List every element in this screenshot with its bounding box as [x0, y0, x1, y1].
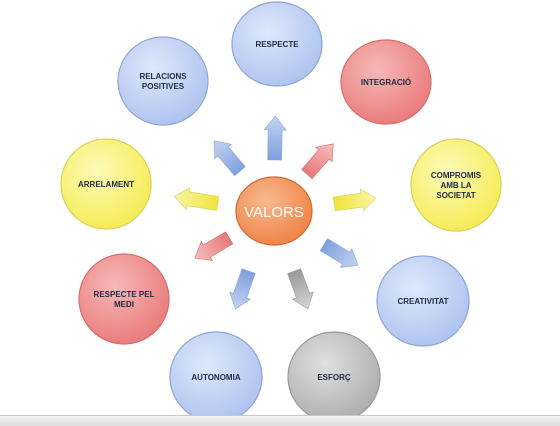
arrow-to-integracio [301, 143, 334, 180]
arrow-to-relacions-positives [213, 140, 246, 177]
center-label: VALORS [244, 204, 304, 221]
node-label-relacions-positives-line-1: RELACIONS [139, 72, 187, 81]
node-label-compromis-line-1: COMPROMIS [431, 171, 482, 180]
node-label-autonomia-line-1: AUTONOMIA [191, 373, 240, 382]
node-label-arrelament-line-1: ARRELAMENT [78, 180, 134, 189]
node-circle-relacions-positives [117, 36, 209, 126]
node-arrelament: ARRELAMENT [60, 138, 152, 230]
arrow-to-respecte-pel-medi [194, 231, 234, 261]
node-respecte: RESPECTE [231, 1, 323, 87]
node-esforc: ESFORÇ [287, 331, 381, 423]
node-circle-compromis [410, 138, 502, 232]
node-creativitat: CREATIVITAT [376, 255, 470, 347]
node-label-compromis-line-3: SOCIETAT [436, 191, 475, 200]
node-label-integracio-line-1: INTEGRACIÓ [361, 78, 411, 87]
node-label-relacions-positives-line-2: POSITIVES [142, 82, 185, 91]
center-circle [235, 176, 313, 246]
arrow-to-autonomia [229, 268, 256, 310]
node-label-respecte-pel-medi-line-1: RESPECTE PEL [94, 290, 155, 299]
node-circle-respecte [231, 1, 323, 87]
node-circle-integracio [340, 39, 432, 125]
node-label-respecte-line-1: RESPECTE [255, 40, 299, 49]
node-circle-creativitat [376, 255, 470, 347]
node-integracio: INTEGRACIÓ [340, 39, 432, 125]
arrow-to-respecte [263, 115, 287, 161]
arrows-layer [173, 115, 377, 310]
node-label-creativitat-line-1: CREATIVITAT [397, 297, 448, 306]
node-circle-arrelament [60, 138, 152, 230]
node-circle-respecte-pel-medi [78, 253, 170, 345]
arrow-to-esforc [287, 268, 314, 310]
node-label-esforc-line-1: ESFORÇ [317, 373, 351, 382]
node-label-compromis-line-2: AMB LA [440, 181, 471, 190]
node-label-respecte-pel-medi-line-2: MEDI [114, 300, 134, 309]
node-autonomia: AUTONOMIA [169, 331, 263, 423]
arrow-to-creativitat [319, 238, 359, 268]
center-node: VALORS [235, 176, 313, 246]
arrow-to-arrelament [173, 187, 220, 211]
slide-bottom-band [0, 415, 560, 426]
arrow-to-compromis [332, 188, 377, 212]
